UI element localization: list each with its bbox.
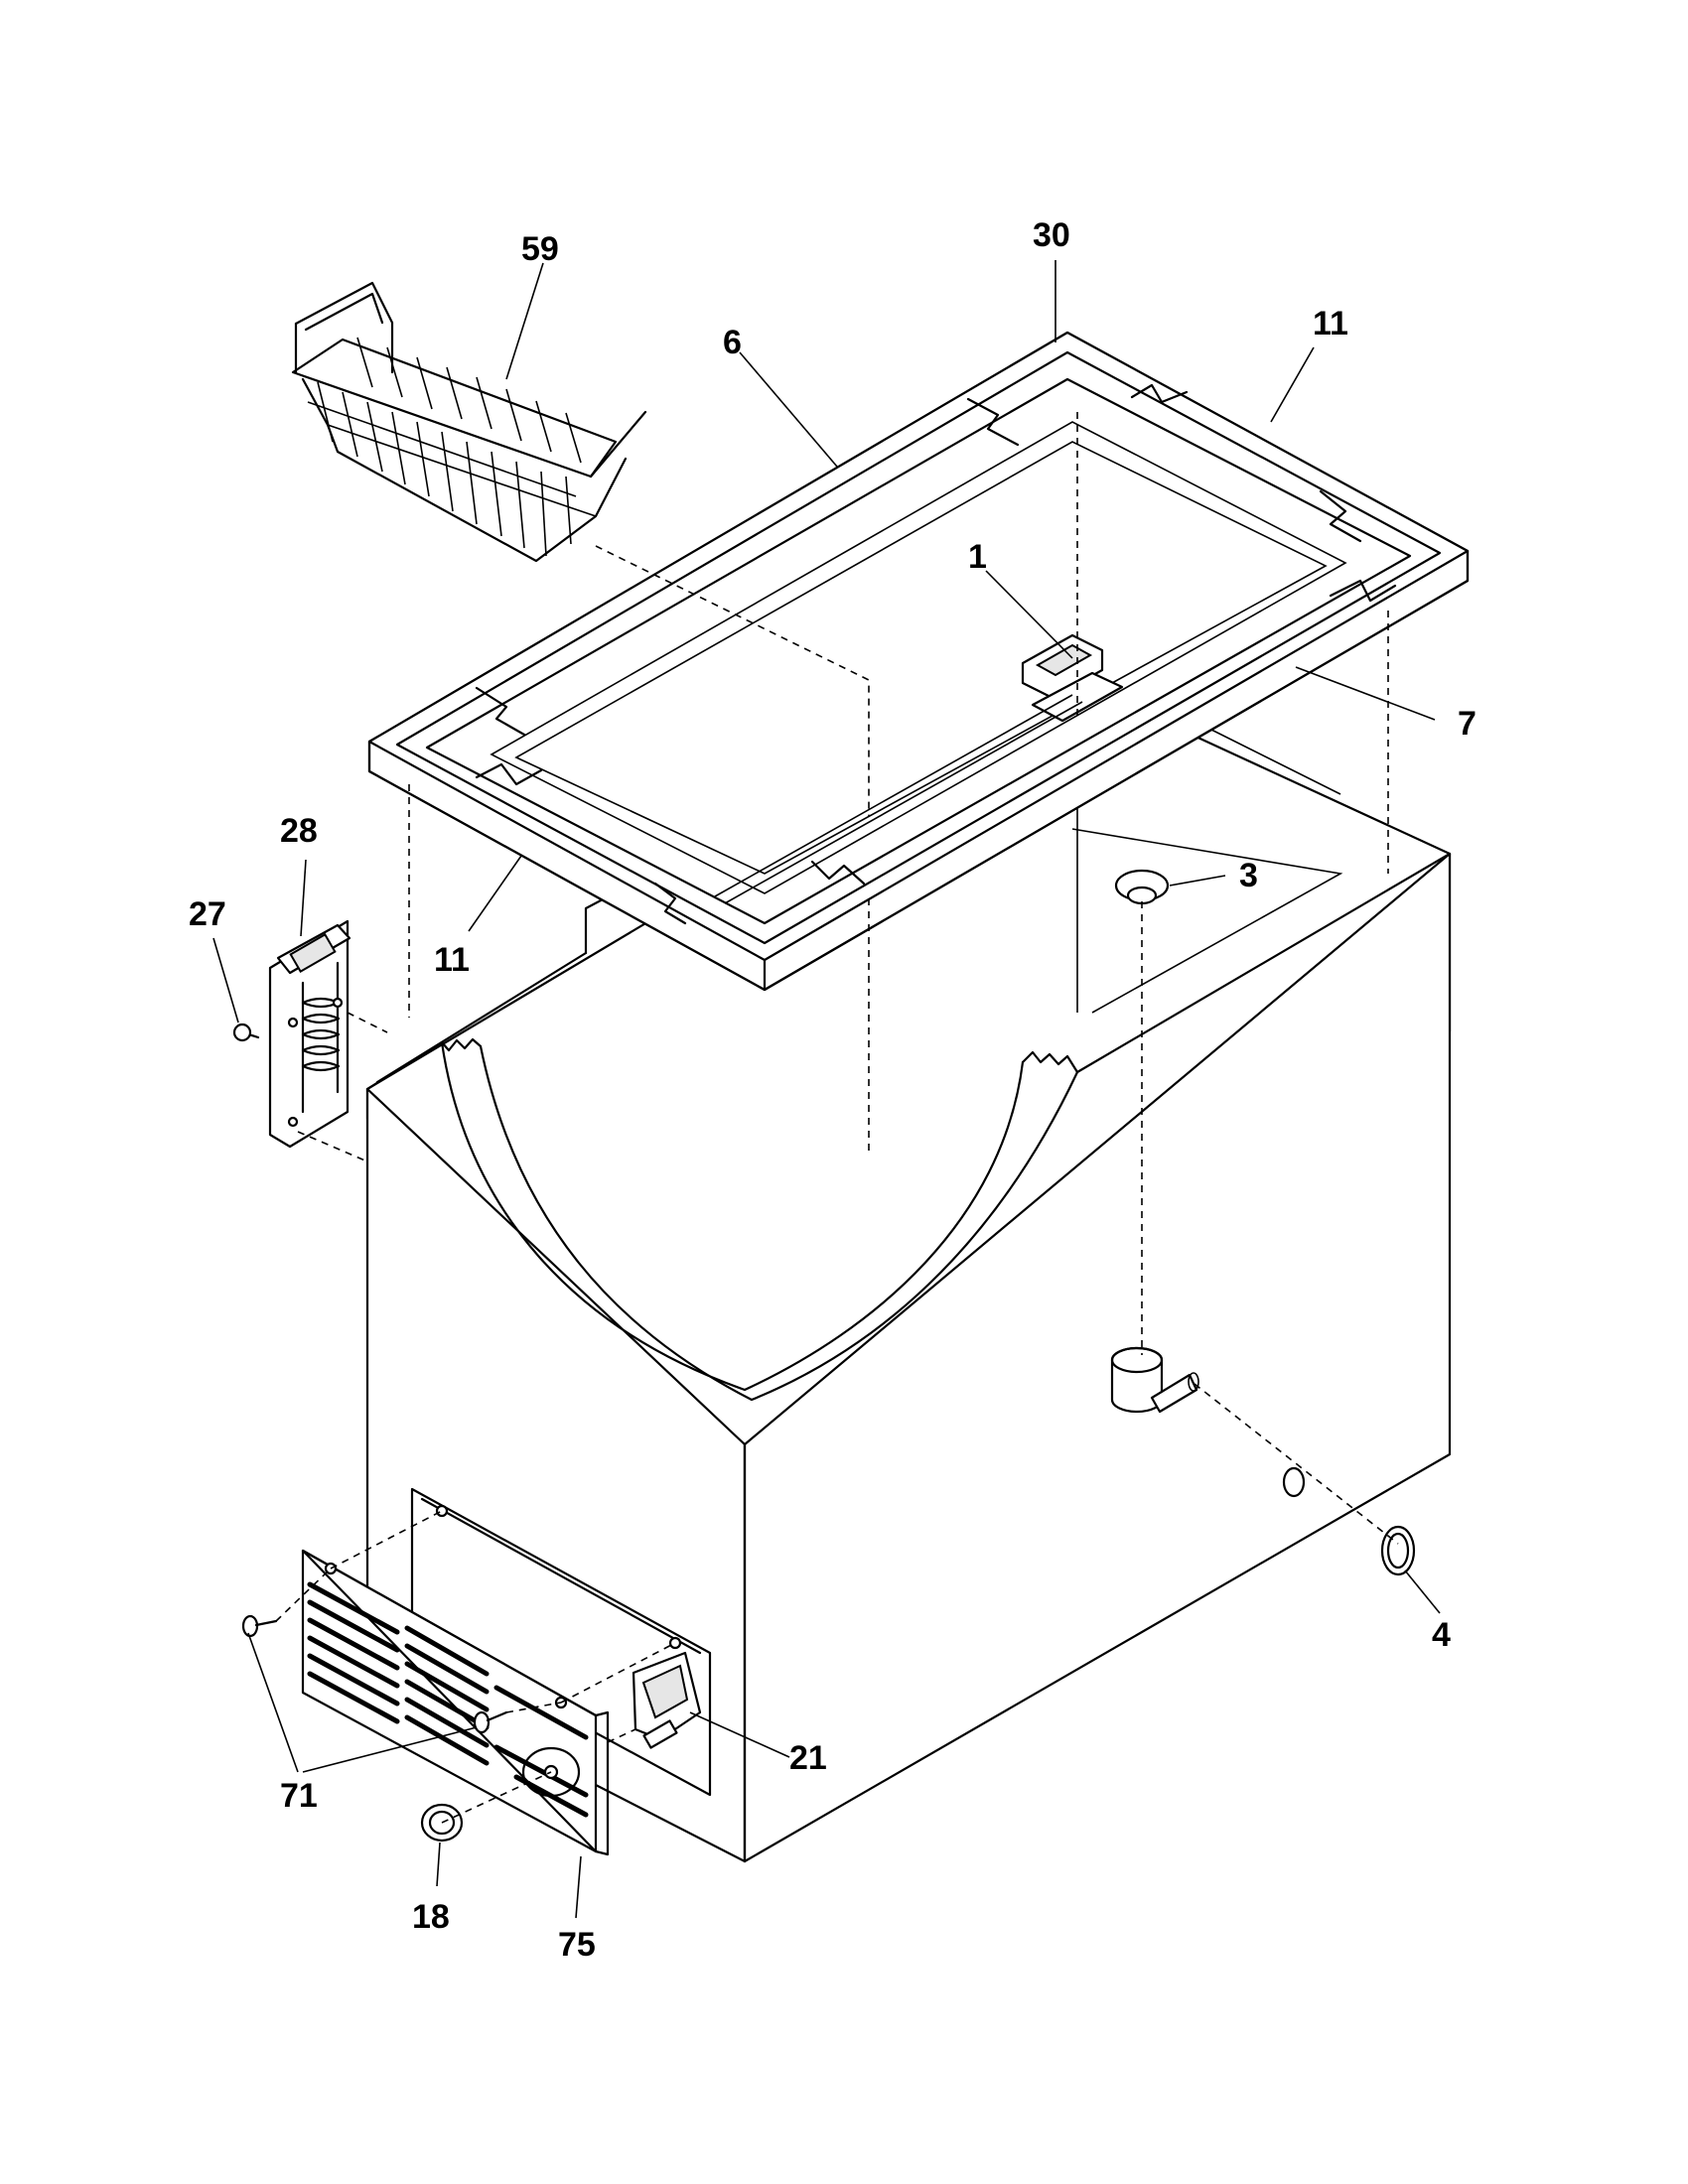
callout-27: 27 (189, 895, 226, 933)
callout-71: 71 (280, 1777, 318, 1815)
front-grille (301, 1549, 610, 1856)
callout-6: 6 (723, 324, 742, 361)
callout-3: 3 (1239, 857, 1258, 894)
temperature-control (632, 1651, 702, 1749)
callout-1: 1 (968, 538, 987, 576)
callout-75: 75 (558, 1926, 596, 1964)
callout-4: 4 (1432, 1616, 1451, 1654)
basket-wires (307, 337, 597, 557)
grille-vents (307, 1581, 589, 1818)
wire-basket (291, 281, 647, 563)
callout-labels: 59 30 6 11 1 7 28 27 11 3 4 21 71 18 75 (189, 216, 1477, 1964)
callout-11-top: 11 (1313, 305, 1348, 342)
freezer-lid (367, 331, 1470, 992)
drain-cap (1380, 1525, 1416, 1576)
gasket-corner-joints (475, 383, 1397, 925)
callout-11-bottom: 11 (434, 941, 470, 979)
hinge-screw (232, 1023, 260, 1042)
drain-ring (1282, 1466, 1306, 1498)
callout-30: 30 (1033, 216, 1070, 254)
callout-21: 21 (789, 1739, 827, 1777)
assembly-lines (275, 412, 1399, 1824)
callout-59: 59 (521, 230, 559, 268)
callout-7: 7 (1458, 705, 1477, 743)
callout-18: 18 (412, 1898, 450, 1936)
lid-hinge (268, 919, 352, 1149)
drain-tube (1110, 1346, 1199, 1414)
drain-plug (1114, 869, 1170, 905)
grille-screws (241, 1614, 508, 1734)
leader-lines (212, 260, 1441, 1919)
callout-28: 28 (280, 812, 318, 850)
